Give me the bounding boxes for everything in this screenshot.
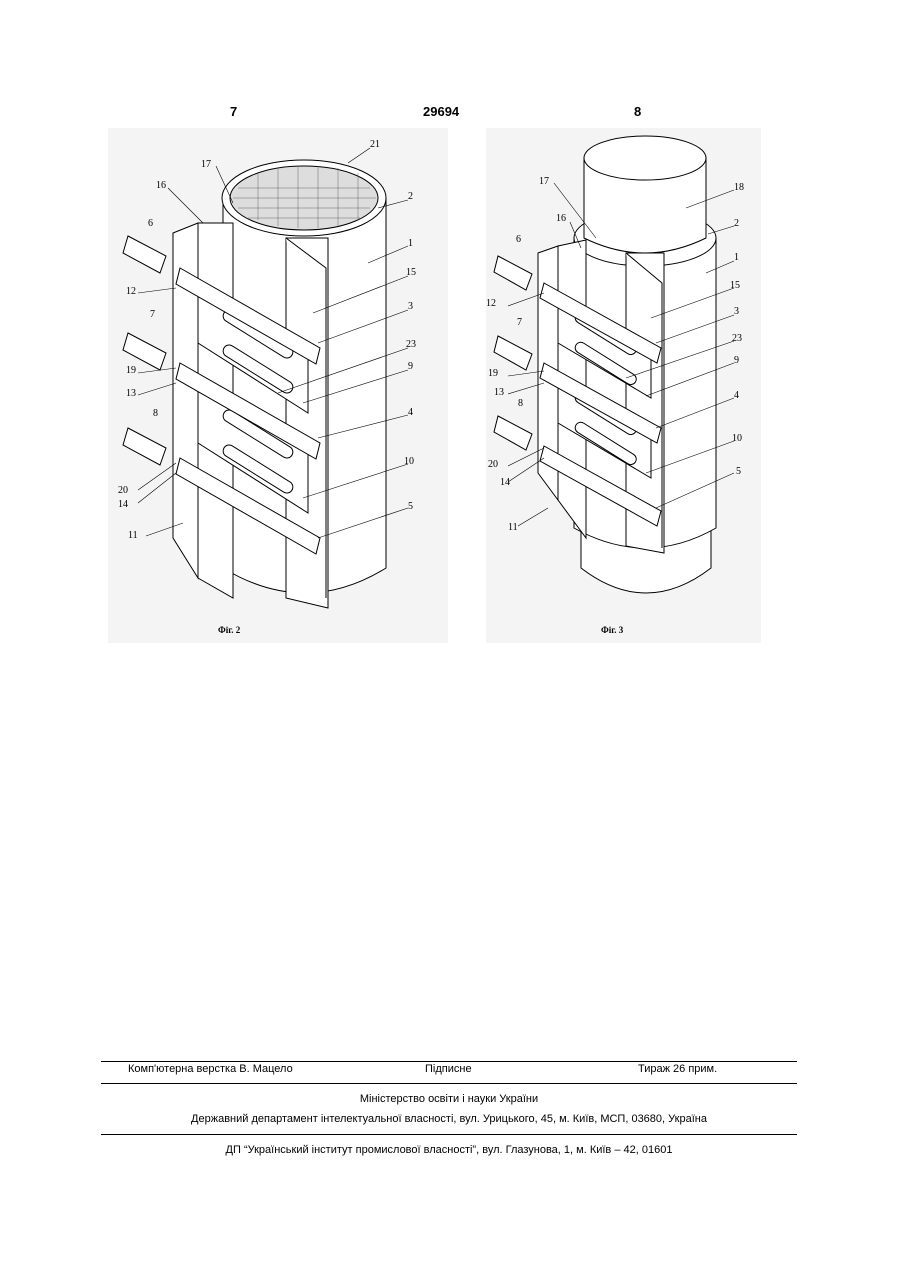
- fig3-label-19: 19: [488, 368, 498, 379]
- institute: ДП “Український інститут промислової вла…: [101, 1144, 797, 1156]
- fig3-label-10: 10: [732, 433, 742, 444]
- left-page-number: 7: [230, 104, 237, 119]
- fig3-label-17: 17: [539, 176, 549, 187]
- figure-2-drawing: 21 17 16 2 6 1 15 12 3 7 23 9 19 13 4 8 …: [108, 128, 448, 643]
- fig2-label-16: 16: [156, 180, 166, 191]
- footer-rule-bottom: [101, 1134, 797, 1135]
- fig3-label-20: 20: [488, 459, 498, 470]
- fig2-label-1: 1: [408, 238, 413, 249]
- fig2-label-14: 14: [118, 499, 128, 510]
- fig3-label-18: 18: [734, 182, 744, 193]
- footer-rule-middle: [101, 1083, 797, 1084]
- fig2-label-6: 6: [148, 218, 153, 229]
- fig2-label-5: 5: [408, 501, 413, 512]
- fig2-label-8: 8: [153, 408, 158, 419]
- fig3-label-13: 13: [494, 387, 504, 398]
- fig3-caption: Фіг. 3: [601, 625, 624, 635]
- department: Державний департамент інтелектуальної вл…: [101, 1113, 797, 1125]
- fig3-label-6: 6: [516, 234, 521, 245]
- fig3-label-2: 2: [734, 218, 739, 229]
- signed-label: Підписне: [425, 1063, 472, 1075]
- fig2-label-19: 19: [126, 365, 136, 376]
- ministry: Міністерство освіти і науки України: [101, 1093, 797, 1105]
- fig2-label-7: 7: [150, 309, 155, 320]
- footer-rule-top: [101, 1061, 797, 1062]
- fig3-label-12: 12: [486, 298, 496, 309]
- fig3-label-1: 1: [734, 252, 739, 263]
- fig2-label-20: 20: [118, 485, 128, 496]
- fig3-label-4: 4: [734, 390, 739, 401]
- circulation: Тираж 26 прим.: [638, 1063, 717, 1075]
- fig2-label-15: 15: [406, 267, 416, 278]
- right-page-number: 8: [634, 104, 641, 119]
- figure-3: 17 18 16 2 6 1 15 12 3 7 23 9 19 13 4 8 …: [486, 128, 761, 643]
- fig2-caption: Фіг. 2: [218, 625, 241, 635]
- fig2-label-9: 9: [408, 361, 413, 372]
- fig3-label-9: 9: [734, 355, 739, 366]
- fig2-label-23: 23: [406, 339, 416, 350]
- fig3-label-15: 15: [730, 280, 740, 291]
- fig3-label-14: 14: [500, 477, 510, 488]
- fig3-label-3: 3: [734, 306, 739, 317]
- layout-credit: Комп'ютерна верстка В. Мацело: [128, 1063, 293, 1075]
- patent-number: 29694: [423, 104, 459, 119]
- fig3-label-5: 5: [736, 466, 741, 477]
- fig2-label-17: 17: [201, 159, 211, 170]
- fig3-label-8: 8: [518, 398, 523, 409]
- fig2-label-12: 12: [126, 286, 136, 297]
- fig3-label-16: 16: [556, 213, 566, 224]
- figure-3-drawing: 17 18 16 2 6 1 15 12 3 7 23 9 19 13 4 8 …: [486, 128, 761, 643]
- fig3-label-7: 7: [517, 317, 522, 328]
- fig2-label-13: 13: [126, 388, 136, 399]
- fig2-label-4: 4: [408, 407, 413, 418]
- fig2-label-21: 21: [370, 139, 380, 150]
- fig3-label-23: 23: [732, 333, 742, 344]
- fig2-label-11: 11: [128, 530, 138, 541]
- figure-2: 21 17 16 2 6 1 15 12 3 7 23 9 19 13 4 8 …: [108, 128, 448, 643]
- fig2-label-10: 10: [404, 456, 414, 467]
- fig2-label-3: 3: [408, 301, 413, 312]
- fig2-label-2: 2: [408, 191, 413, 202]
- fig3-label-11: 11: [508, 522, 518, 533]
